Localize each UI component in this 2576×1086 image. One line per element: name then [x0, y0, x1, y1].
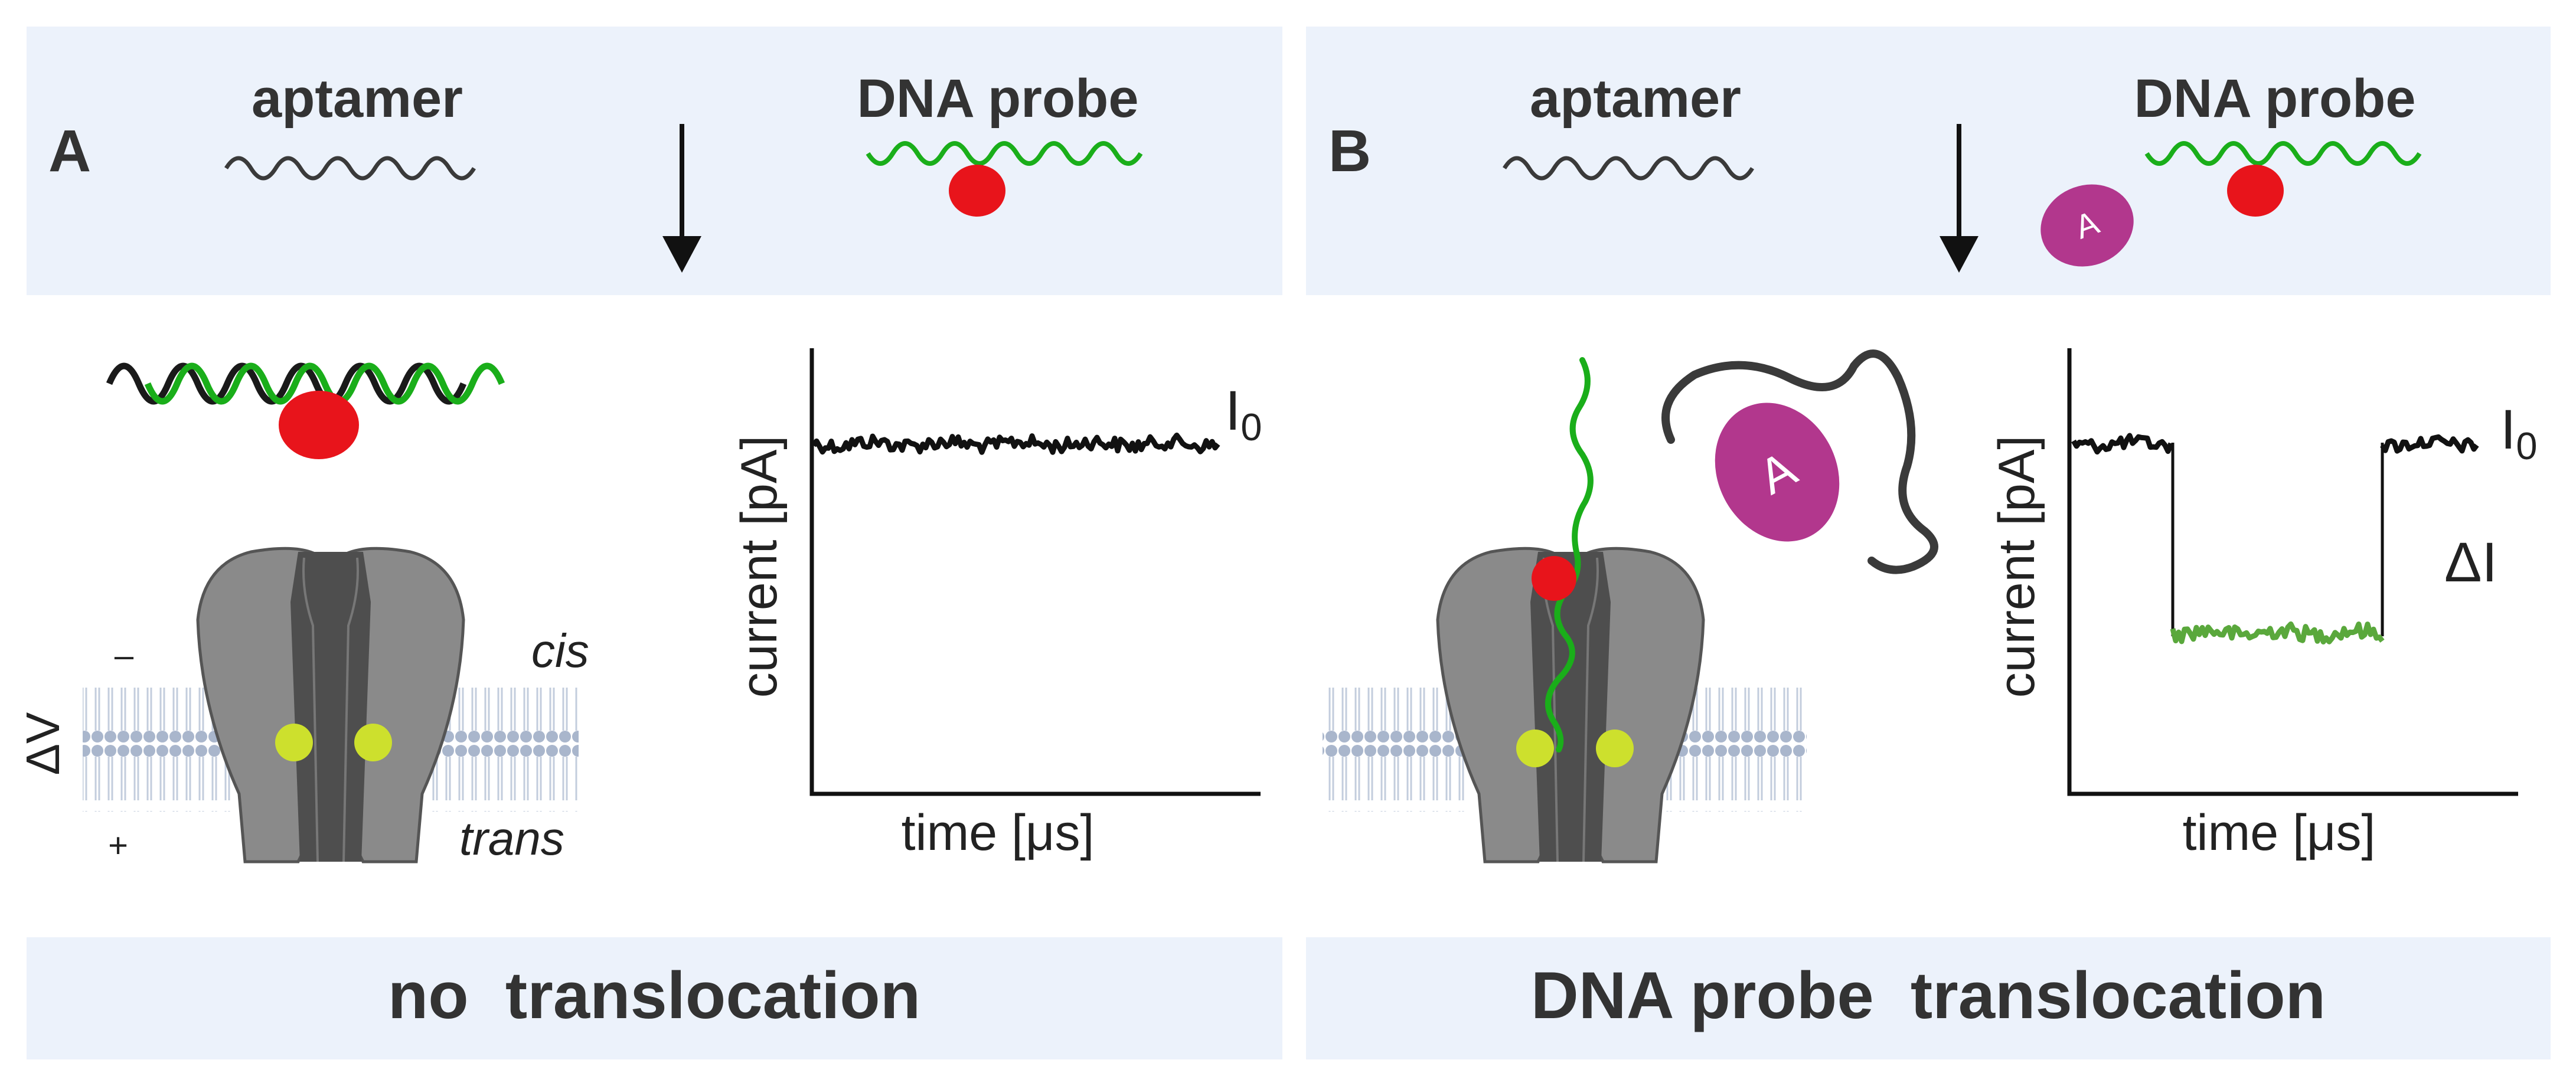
panel-a-minus-sign: –: [115, 636, 134, 675]
panel-b: B aptamer A DNA probe A: [1306, 27, 2551, 1059]
panel-a-top-banner: [27, 27, 1282, 295]
panel-b-y-axis-label: current [pA]: [1989, 436, 2045, 698]
panel-b-analyte-large: [1715, 403, 1840, 542]
panel-b-plot-axes: [2067, 348, 2518, 796]
panel-a-letter: A: [48, 118, 91, 184]
panel-b-aptamer-label: aptamer: [1530, 68, 1741, 129]
panel-b-probe-strand: [2144, 141, 2422, 166]
panel-b-down-arrow-head: [1940, 236, 1978, 273]
panel-a-down-arrow-head: [662, 236, 701, 273]
panel-b-blocked-trace: [2170, 621, 2385, 645]
panel-b-pore-dot-right: [1596, 730, 1634, 767]
panel-b-delta-label: ΔI: [2444, 531, 2497, 594]
panel-b-x-axis-label: time [μs]: [2183, 804, 2376, 861]
panel-a-plus-sign: +: [108, 826, 128, 865]
panel-a-baseline-subscript: 0: [1240, 405, 1262, 449]
panel-a-duplex-probe-strand: [144, 362, 505, 405]
panel-a-y-axis-label: current [pA]: [731, 436, 788, 698]
panel-b-analyte-small: [2040, 184, 2134, 267]
panel-b-letter: B: [1328, 118, 1371, 184]
panel-a: A aptamer DNA probe – + ΔV cis trans: [17, 27, 1282, 1059]
panel-a-caption: no translocation: [388, 959, 920, 1032]
panel-b-baseline-subscript: 0: [2516, 424, 2537, 467]
panel-b-caption: DNA probe translocation: [1531, 959, 2326, 1032]
panel-a-probe-bead: [949, 165, 1005, 217]
panel-a-nanopore: [196, 547, 465, 863]
panel-a-voltage-label: ΔV: [17, 712, 69, 775]
panel-a-baseline-label: I0: [1225, 380, 1262, 449]
panel-b-nanopore: [1436, 547, 1705, 863]
panel-a-aptamer-label: aptamer: [252, 68, 463, 129]
panel-b-pore-dot-left: [1516, 730, 1554, 767]
panel-b-probe-label: DNA probe: [2134, 68, 2415, 129]
panel-b-aptamer-strand: [1503, 156, 1754, 181]
panel-a-duplex-aptamer-strand: [106, 362, 467, 405]
panel-a-cis-label: cis: [531, 624, 589, 677]
panel-a-plot-axes: [809, 348, 1261, 796]
panel-a-pore-dot-right: [354, 724, 392, 761]
panel-a-aptamer-strand: [224, 156, 476, 181]
panel-b-probe-bead: [2227, 165, 2284, 217]
panel-a-caption-banner: [27, 937, 1282, 1059]
panel-a-probe-label: DNA probe: [857, 68, 1138, 129]
panel-b-bound-aptamer-strand: [1661, 349, 1938, 574]
panel-a-pore-dot-left: [275, 724, 313, 761]
panel-a-baseline-trace: [811, 432, 1220, 455]
panel-b-membrane-left: [1323, 688, 1464, 812]
panel-a-probe-strand: [866, 141, 1143, 166]
panel-b-translocating-probe-bead: [1532, 556, 1576, 601]
panel-b-caption-banner: [1306, 937, 2551, 1059]
panel-a-trans-label: trans: [459, 812, 564, 865]
panel-b-baseline-label: I0: [2500, 398, 2538, 467]
panel-b-translocating-probe-strand: [1545, 357, 1594, 753]
panel-a-x-axis-label: time [μs]: [902, 804, 1095, 861]
panel-b-open-trace-after: [2380, 434, 2479, 454]
panel-b-open-trace-before: [2071, 433, 2174, 455]
panel-a-duplex-bead: [279, 391, 359, 459]
